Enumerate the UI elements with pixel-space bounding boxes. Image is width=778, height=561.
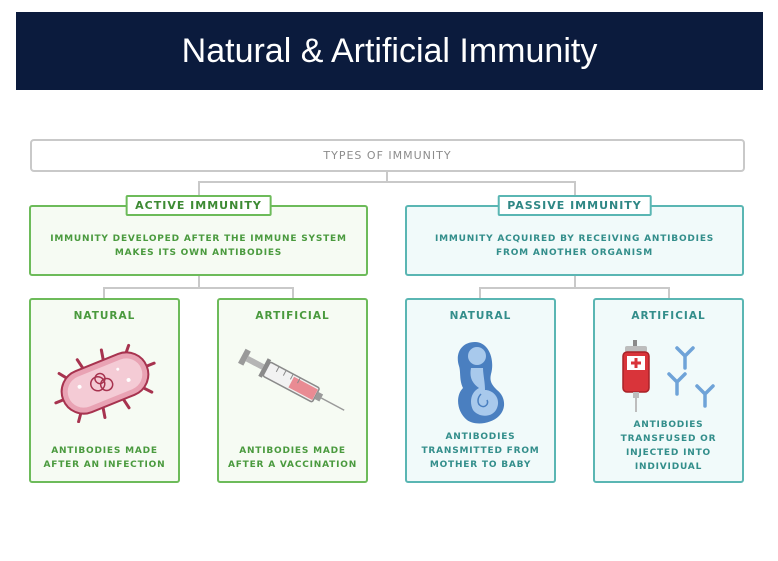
connector-root-to-categories [198, 172, 576, 196]
active-natural-description: ANTIBODIES MADE AFTER AN INFECTION [43, 446, 166, 470]
pregnant-mother-icon [457, 342, 504, 424]
active-artificial-title: ARTIFICIAL [255, 310, 330, 322]
active-artificial-description: ANTIBODIES MADE AFTER A VACCINATION [227, 446, 358, 470]
active-natural-box: NATURAL [29, 298, 180, 483]
types-of-immunity-box: TYPES OF IMMUNITY [30, 139, 745, 172]
active-immunity-description: IMMUNITY DEVELOPED AFTER THE IMMUNE SYST… [50, 234, 347, 258]
bacterium-icon [53, 343, 156, 423]
active-immunity-label: ACTIVE IMMUNITY [125, 195, 272, 216]
passive-immunity-description: IMMUNITY ACQUIRED BY RECEIVING ANTIBODIE… [434, 234, 715, 258]
connector-passive-to-leaves [479, 276, 670, 298]
passive-natural-description: ANTIBODIES TRANSMITTED FROM MOTHER TO BA… [421, 432, 540, 470]
passive-artificial-box: ARTIFICIAL ANTIBODIES TRANSFUSED OR INJE… [593, 298, 744, 483]
passive-natural-box: NATURAL ANTIBODIES TRANSMITTED FROM MOTH… [405, 298, 556, 483]
title-banner: Natural & Artificial Immunity [16, 12, 763, 90]
syringe-icon [237, 348, 345, 411]
active-artificial-box: ARTIFICIAL ANTIBODIES MADE AFTER A VACCI… [217, 298, 368, 483]
passive-immunity-box: PASSIVE IMMUNITY IMMUNITY ACQUIRED BY RE… [405, 195, 744, 276]
active-natural-title: NATURAL [73, 310, 136, 322]
root-label: TYPES OF IMMUNITY [323, 149, 452, 162]
passive-natural-title: NATURAL [449, 310, 512, 322]
passive-artificial-description: ANTIBODIES TRANSFUSED OR INJECTED INTO I… [620, 420, 717, 472]
connector-active-to-leaves [103, 276, 294, 298]
active-immunity-box: ACTIVE IMMUNITY IMMUNITY DEVELOPED AFTER… [29, 195, 368, 276]
passive-artificial-title: ARTIFICIAL [631, 310, 706, 322]
page-title: Natural & Artificial Immunity [181, 31, 598, 70]
blood-bag-antibody-icon [621, 340, 715, 412]
passive-immunity-label: PASSIVE IMMUNITY [497, 195, 652, 216]
